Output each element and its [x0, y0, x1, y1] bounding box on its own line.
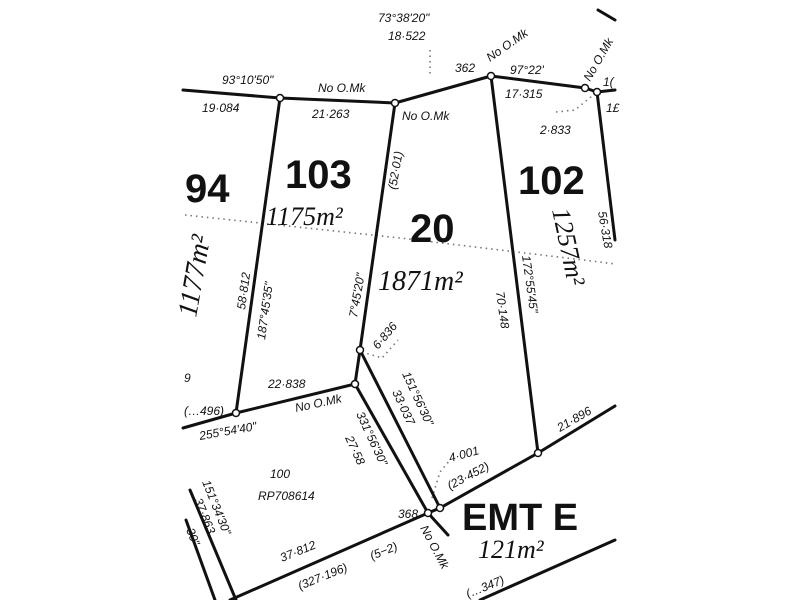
bearing-93: 93°10'50": [222, 73, 274, 87]
bearing-187: 187°45'35": [254, 280, 276, 340]
survey-point: [435, 503, 445, 513]
bearing-30: 30": [183, 526, 203, 548]
distance-496: (…496): [184, 404, 224, 418]
boundary-lot100-left2: [184, 518, 217, 600]
emt-label: EMT E: [462, 497, 578, 539]
no-mark-2: No O.Mk: [402, 109, 450, 123]
lot-20-number: 20: [410, 207, 455, 251]
bearing-top: 73°38'20": [378, 11, 430, 25]
distance-52: (5−2): [368, 539, 400, 563]
bearing-172: 172°55'45": [519, 254, 541, 314]
no-mark-1: No O.Mk: [318, 81, 366, 95]
distance-22838: 22·838: [267, 377, 306, 391]
survey-point: [275, 93, 285, 103]
boundary-emt-west: [353, 382, 430, 515]
survey-point: [390, 98, 400, 108]
distance-6836: 6·836: [370, 319, 401, 352]
distance-2833: 2·833: [539, 123, 571, 137]
distance-4001: 4·001: [447, 443, 480, 464]
distance-56318: 56·318: [595, 210, 615, 250]
no-mark-7: No O.Mk: [417, 523, 452, 572]
lot-103-area: 1175m²: [266, 202, 344, 231]
lot-100-number: 100: [270, 467, 290, 481]
boundary-lot100-left: [188, 488, 238, 600]
fragment-9: 9: [184, 371, 191, 385]
distance-37812: 37·812: [278, 538, 318, 565]
distance-70148: 70·148: [493, 290, 512, 329]
bearing-97: 97°22': [510, 63, 544, 77]
boundary-top-east: [489, 74, 617, 94]
lot-94-number: 94: [185, 167, 230, 211]
distance-17315: 17·315: [505, 87, 543, 101]
boundary-emt-east: [358, 348, 442, 510]
distance-top: 18·522: [388, 29, 426, 43]
lot-102-number: 102: [518, 159, 585, 203]
emt-area: 121m²: [478, 535, 545, 564]
no-mark-3: No O.Mk: [484, 25, 532, 64]
distance-347: (…347): [464, 573, 506, 600]
point-368: 368: [398, 507, 418, 521]
survey-point: [592, 87, 602, 97]
boundary-102-east: [595, 90, 617, 242]
distance-19084: 19·084: [202, 101, 240, 115]
boundary-20-102: [489, 74, 540, 455]
lot-100-plan: RP708614: [258, 489, 315, 503]
boundary-top-mid: [393, 74, 493, 105]
distance-21263: 21·263: [311, 107, 350, 121]
survey-point: [533, 448, 543, 458]
boundary-south-stub: [426, 511, 450, 537]
boundary-road: [228, 506, 442, 600]
boundary-road-east: [478, 538, 617, 600]
no-mark-6: No O.Mk: [294, 391, 344, 415]
distance-58812: 58·812: [234, 271, 253, 310]
distance-327: (327·196): [296, 560, 349, 592]
lot-103-number: 103: [285, 153, 352, 197]
dotted-leader-2833: [555, 95, 593, 113]
lot-102-area: 1257m²: [546, 205, 591, 289]
survey-point: [580, 83, 590, 93]
fragment-1b: 1£: [606, 101, 620, 115]
lot-94-area: 1177m²: [172, 232, 217, 319]
survey-point: [350, 379, 360, 389]
dotted-leader-6836: [361, 339, 399, 359]
survey-point: [423, 508, 433, 518]
distance-5201: (52·01): [385, 150, 406, 191]
lot-20-area: 1871m²: [378, 266, 463, 297]
boundary-103-west: [234, 96, 282, 415]
boundary-corner-ne: [596, 8, 617, 22]
survey-point: [355, 345, 365, 355]
survey-point: [486, 71, 496, 81]
fragment-1a: 1(: [603, 75, 616, 89]
point-362: 362: [455, 61, 475, 75]
survey-point: [231, 408, 241, 418]
